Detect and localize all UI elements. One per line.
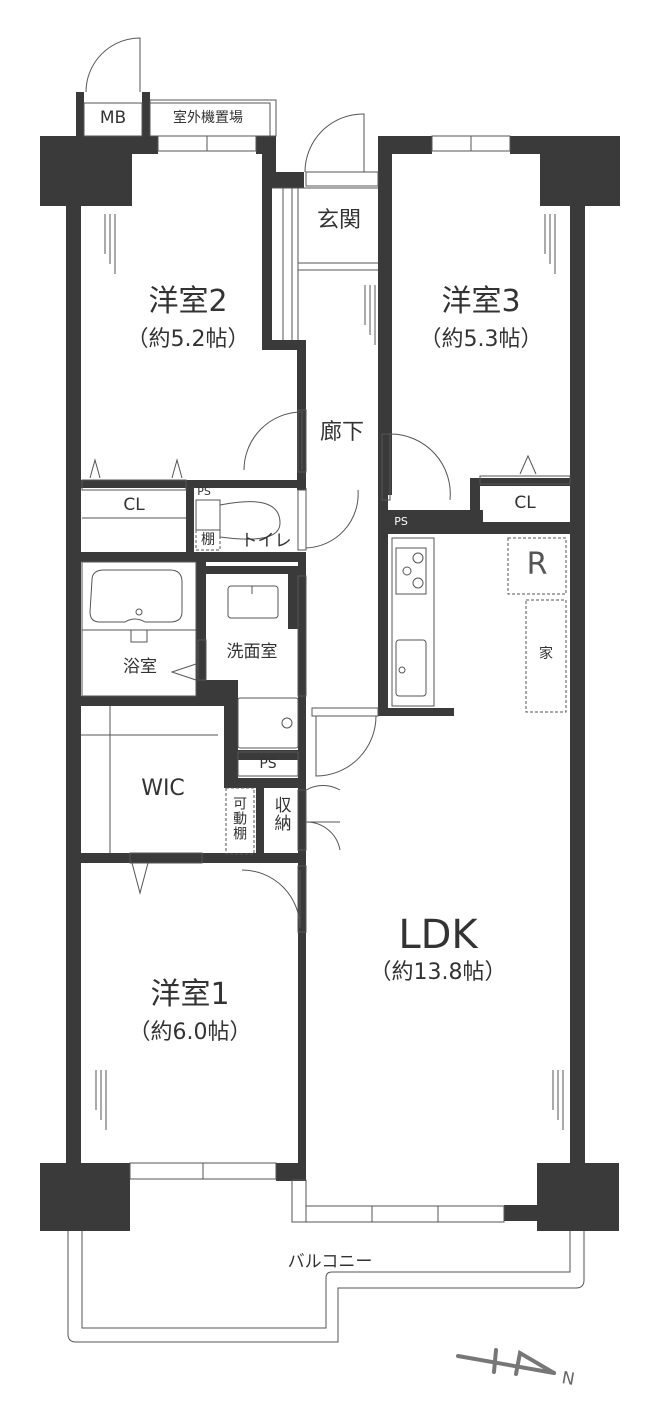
western-room-3-area: （約5.3帖） <box>419 327 543 352</box>
western-room-2-name: 洋室2 <box>148 284 228 319</box>
western-room-1-area: （約6.0帖） <box>128 1020 252 1045</box>
pipe-space-kitchen-label: PS <box>394 515 408 528</box>
meter-box-label: MB <box>99 108 127 128</box>
pipe-space-toilet-label: PS <box>197 485 211 498</box>
ldk-area: （約13.8帖） <box>369 960 507 985</box>
closet-2-label: CL <box>123 495 145 515</box>
bathroom-label: 浴室 <box>123 657 157 677</box>
hallway-label: 廊下 <box>319 420 364 445</box>
washroom-label: 洗面室 <box>226 642 278 662</box>
thin-lines <box>67 37 585 1343</box>
wic-label: WIC <box>141 776 185 801</box>
western-room-1-name: 洋室1 <box>150 977 230 1012</box>
closet-3-label: CL <box>514 493 536 513</box>
north-arrow-icon <box>456 1348 556 1376</box>
toilet-label: トイレ <box>240 531 292 551</box>
refrigerator-label: R <box>526 547 548 582</box>
outdoor-unit-space-label: 室外機置場 <box>173 110 243 126</box>
storage-label: 収納 <box>270 796 291 832</box>
balcony-label: バルコニー <box>287 1252 373 1272</box>
toilet-shelf-label: 棚 <box>201 532 215 548</box>
movable-shelf-label: 可動棚 <box>231 796 248 841</box>
western-room-2-area: （約5.2帖） <box>126 327 250 352</box>
north-label: N <box>560 1368 577 1390</box>
appliance-label: 家 <box>539 646 553 662</box>
western-room-3-name: 洋室3 <box>441 284 521 319</box>
walls <box>40 92 620 1231</box>
pipe-space-wash-label: PS <box>259 756 277 772</box>
entrance-label: 玄関 <box>316 208 361 233</box>
ldk-name: LDK <box>398 912 478 958</box>
